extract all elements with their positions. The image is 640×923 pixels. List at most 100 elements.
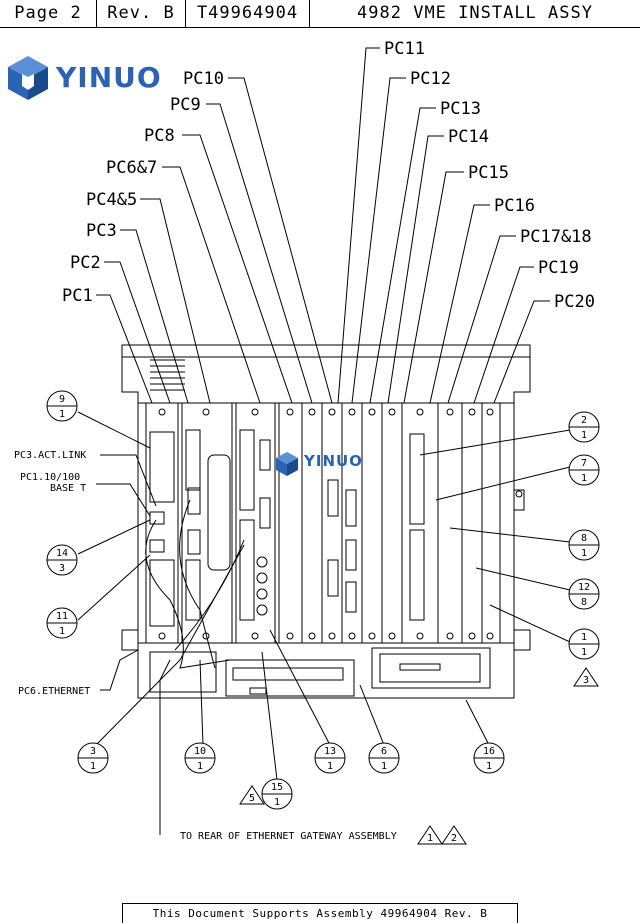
balloon-15 xyxy=(261,778,293,810)
drawing-label: 1 xyxy=(197,761,203,772)
callout-pc13: PC13 xyxy=(440,99,481,119)
drawing-label: 1 xyxy=(581,647,587,658)
pc15-connector-lower xyxy=(409,529,425,621)
triangle-3 xyxy=(573,667,599,687)
callout-pc20: PC20 xyxy=(554,292,595,312)
balloon-7 xyxy=(568,454,600,486)
balloons xyxy=(46,390,600,810)
drawing-label: 1 xyxy=(381,761,387,772)
pc15-connector-upper xyxy=(409,433,425,525)
balloon-9 xyxy=(46,390,78,422)
ethernet-port-2 xyxy=(149,539,165,553)
drawing-label: 9 xyxy=(59,394,65,405)
callout-pc8: PC8 xyxy=(144,126,175,146)
callout-pc15: PC15 xyxy=(468,163,509,183)
triangle-2 xyxy=(441,825,467,845)
pc4-5-faceplate xyxy=(207,454,231,571)
callout-pc2: PC2 xyxy=(70,253,101,273)
pc-callouts: PC1 PC2 PC3 PC4&5 PC6&7 PC8 PC9 PC10 PC1… xyxy=(62,39,595,312)
drawing-label: 2 xyxy=(451,833,457,844)
callout-pc1: PC1 xyxy=(62,286,93,306)
label-ethernet-gateway-note: TO REAR OF ETHERNET GATEWAY ASSEMBLY xyxy=(180,831,397,842)
callout-pc11: PC11 xyxy=(384,39,425,59)
drawing-label: 12 xyxy=(578,582,590,593)
drawing-label: 7 xyxy=(581,458,587,469)
drawing-label: 1 xyxy=(581,548,587,559)
callout-pc17-18: PC17&18 xyxy=(520,227,592,247)
callout-pc4-5: PC4&5 xyxy=(86,190,137,210)
triangle-1 xyxy=(417,825,443,845)
balloon-2 xyxy=(568,411,600,443)
watermark-cube-icon xyxy=(276,452,298,476)
callout-pc6-7: PC6&7 xyxy=(106,158,157,178)
drawing-label: 10 xyxy=(194,746,206,757)
chassis-right-ear xyxy=(513,357,531,412)
balloon-12 xyxy=(568,578,600,610)
triangle-numbers: 5 3 1 2 xyxy=(249,675,589,844)
balloon-10 xyxy=(184,742,216,774)
callout-pc19: PC19 xyxy=(538,258,579,278)
footer-note: This Document Supports Assembly 49964904… xyxy=(122,903,518,923)
revision-triangles xyxy=(239,667,599,845)
drawing-label: 13 xyxy=(324,746,336,757)
drawing-label: 1 xyxy=(327,761,333,772)
watermark-text: YINUO xyxy=(304,452,363,470)
title-block: Page 2 Rev. B T49964904 4982 VME INSTALL… xyxy=(0,0,640,28)
fan-grill xyxy=(150,359,185,391)
balloon-1 xyxy=(568,628,600,660)
balloon-3 xyxy=(77,742,109,774)
chassis-top-rail xyxy=(121,344,531,358)
label-base-t: BASE T xyxy=(50,483,86,494)
document-number: T49964904 xyxy=(186,0,310,27)
chassis-left-ear xyxy=(121,357,139,412)
page-number: Page 2 xyxy=(0,0,97,27)
drawing-label: 15 xyxy=(271,782,283,793)
drawing-label: 14 xyxy=(56,548,68,559)
callout-pc16: PC16 xyxy=(494,196,535,216)
triangle-5 xyxy=(239,785,265,805)
side-labels: PC3.ACT.LINK PC1.10/100 BASE T PC6.ETHER… xyxy=(14,450,397,842)
drawing-label: 6 xyxy=(381,746,387,757)
leader-lines xyxy=(77,47,571,835)
card-cage xyxy=(137,402,515,644)
drawing-label: 3 xyxy=(90,746,96,757)
drawing-label: 16 xyxy=(483,746,495,757)
lower-bay xyxy=(137,642,515,699)
optical-drive xyxy=(225,659,355,697)
drawing-label: 8 xyxy=(581,597,587,608)
card-screws xyxy=(158,408,494,640)
drawing-title: 4982 VME INSTALL ASSY xyxy=(357,3,593,23)
drawing-label: 1 xyxy=(581,473,587,484)
cube-logo-icon xyxy=(8,56,48,100)
drawing-label: 5 xyxy=(249,793,255,804)
callout-pc3: PC3 xyxy=(86,221,117,241)
drawing-label: 3 xyxy=(59,563,65,574)
balloon-13 xyxy=(314,742,346,774)
floppy-drive xyxy=(371,647,491,689)
callout-pc9: PC9 xyxy=(170,95,201,115)
drawing-label: 8 xyxy=(581,533,587,544)
logo-text: YINUO xyxy=(56,61,162,94)
drawing-label: 1 xyxy=(59,409,65,420)
pc1-module xyxy=(149,431,175,503)
label-pc1-10-100: PC1.10/100 xyxy=(20,472,80,483)
drawing-label: 1 xyxy=(581,430,587,441)
callout-pc12: PC12 xyxy=(410,69,451,89)
balloon-11 xyxy=(46,607,78,639)
balloon-8 xyxy=(568,529,600,561)
drawing-label: 1 xyxy=(274,797,280,808)
drawing-label: 1 xyxy=(581,632,587,643)
drawing-label: 1 xyxy=(427,833,433,844)
label-pc3-act-link: PC3.ACT.LINK xyxy=(14,450,86,461)
yinuo-logo: YINUO xyxy=(4,54,164,102)
callout-pc10: PC10 xyxy=(183,69,224,89)
balloon-14 xyxy=(46,544,78,576)
balloon-numbers: 91 143 111 31 101 151 131 61 161 21 71 8… xyxy=(56,394,590,808)
drawing-label: 1 xyxy=(90,761,96,772)
ethernet-port-1 xyxy=(149,511,165,525)
card-slots xyxy=(145,403,501,643)
revision: Rev. B xyxy=(97,0,186,27)
balloon-6 xyxy=(368,742,400,774)
drawing-label: 1 xyxy=(59,626,65,637)
